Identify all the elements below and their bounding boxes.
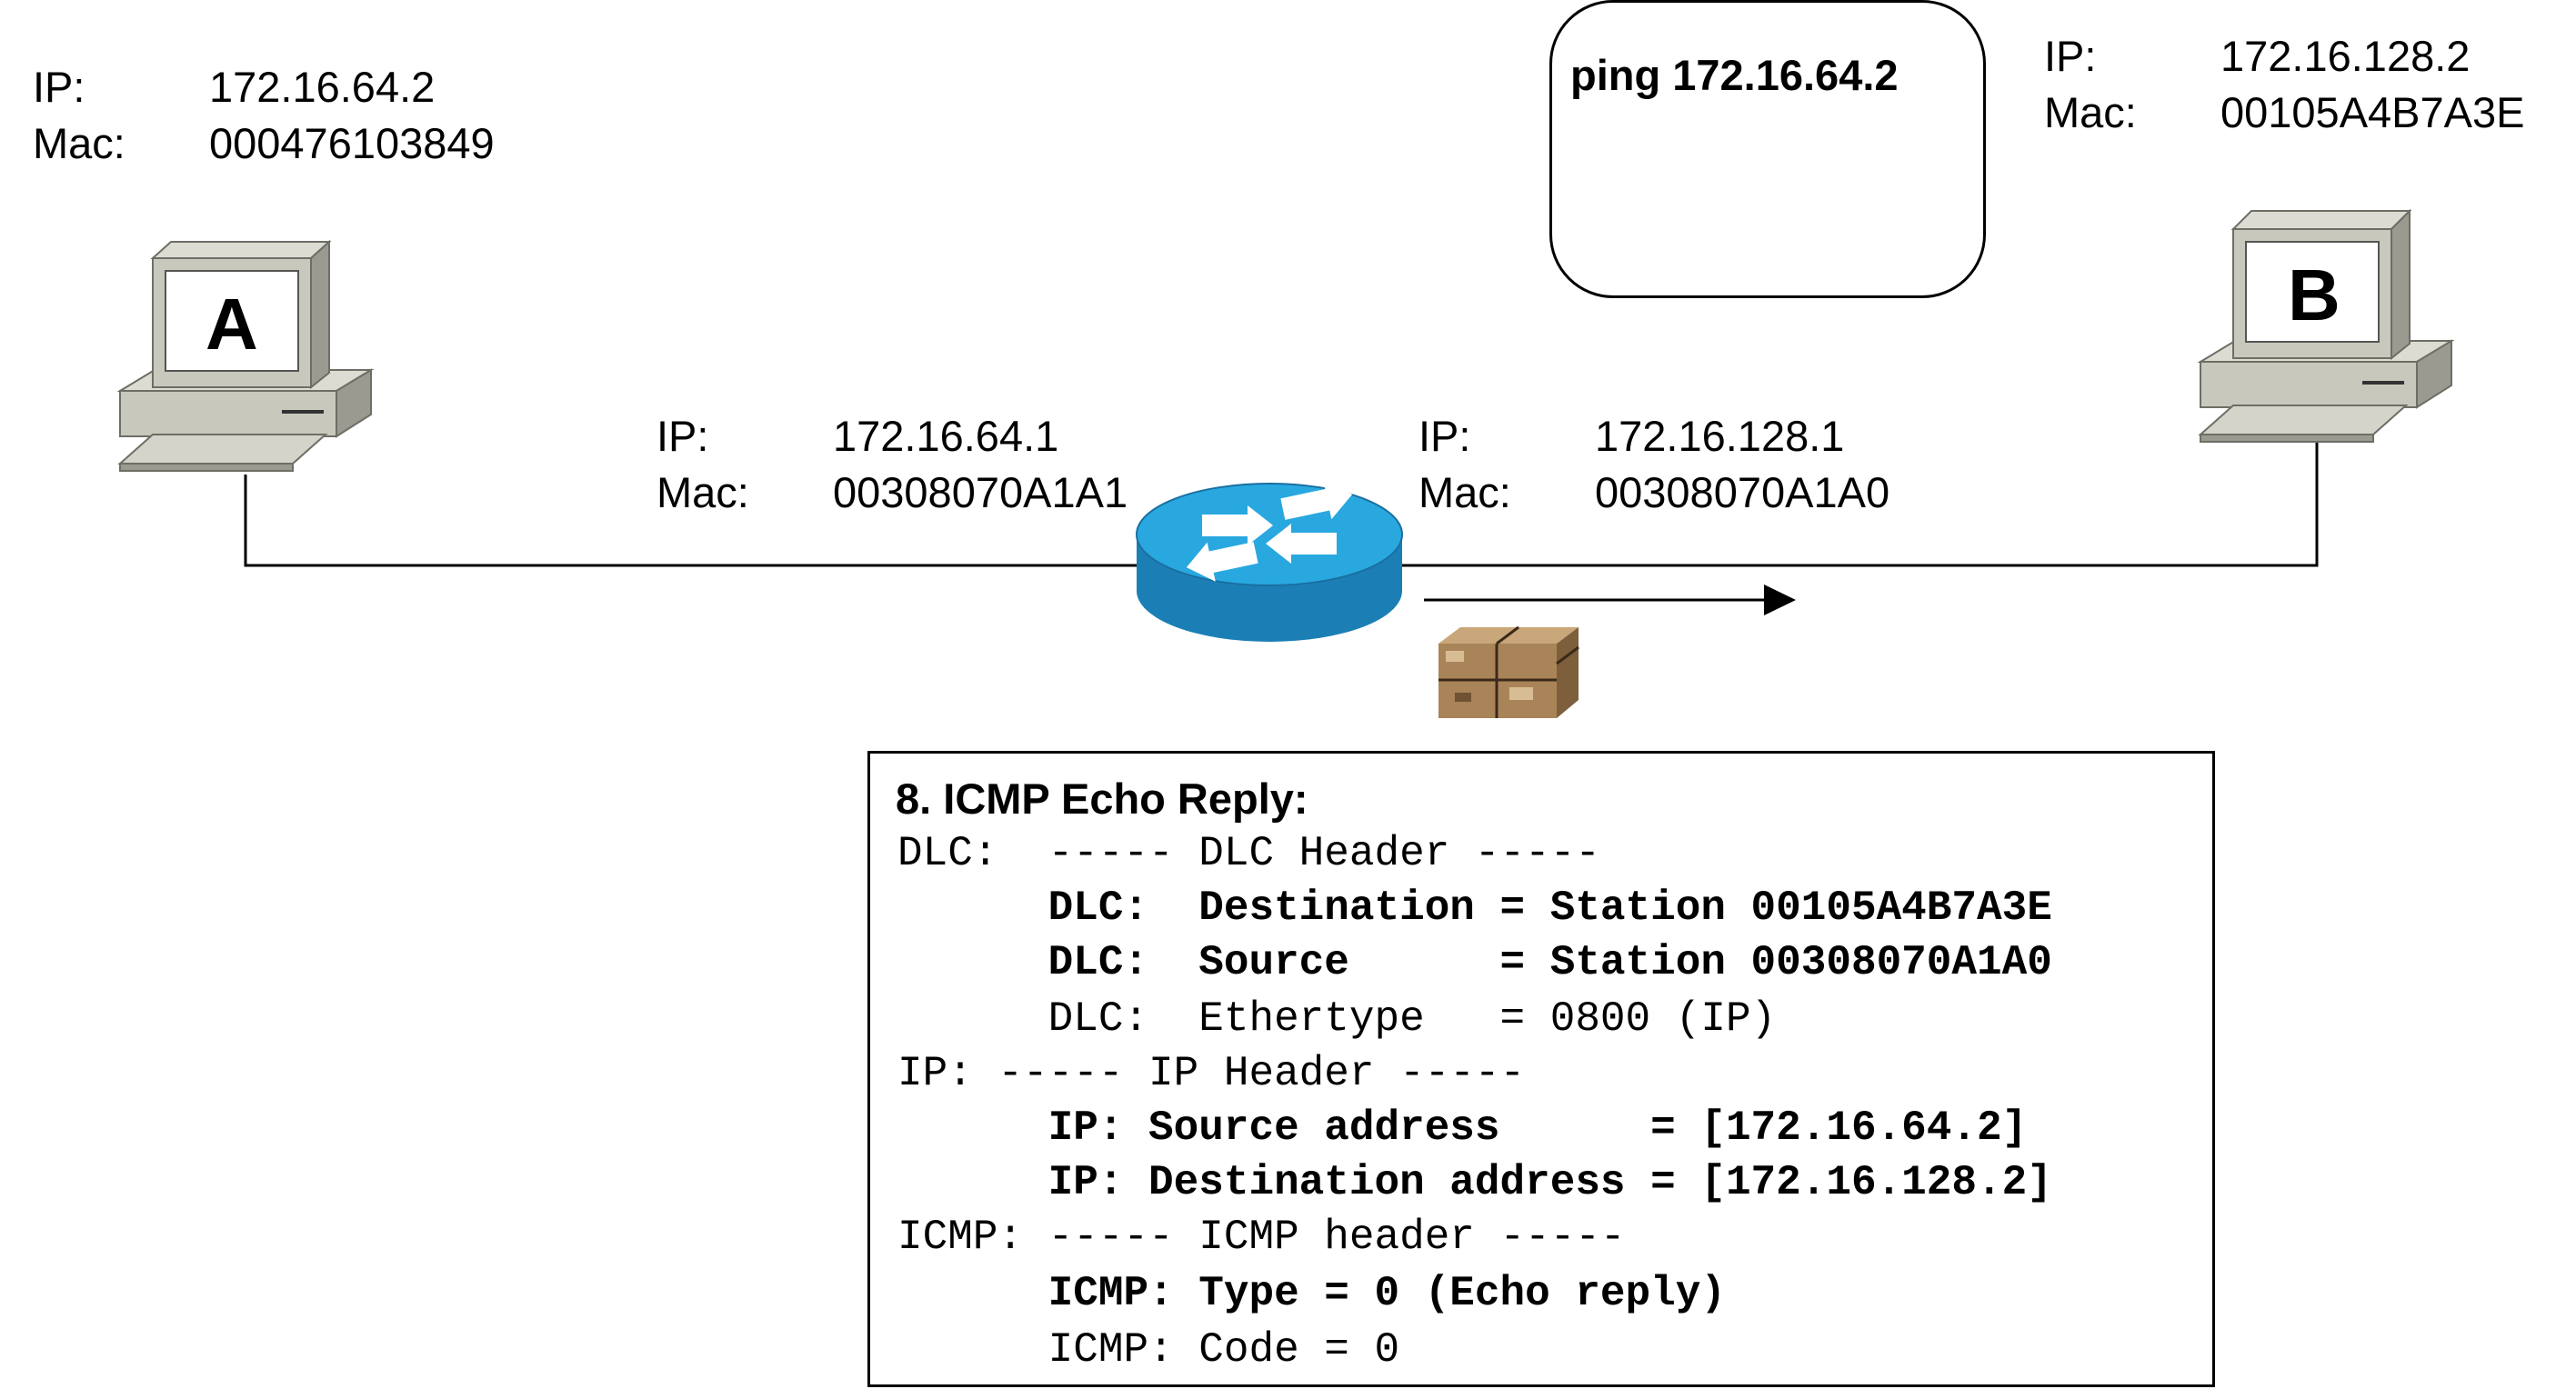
packet-line: IP: Source address = [172.16.64.2]: [897, 1104, 2028, 1152]
router-left-mac: 00308070A1A1: [833, 468, 1128, 516]
computer-b-icon: [2197, 208, 2455, 443]
host-a-mac: 000476103849: [209, 119, 495, 167]
packet-line: IP: Destination address = [172.16.128.2]: [897, 1159, 2052, 1206]
router-right-mac-label: Mac:: [1418, 468, 1511, 516]
link-router-b: [1400, 436, 2319, 567]
router-left-ip-label: IP:: [657, 412, 709, 460]
host-a-ip: 172.16.64.2: [209, 63, 436, 111]
direction-arrow: [1424, 585, 1796, 615]
router-right-ip: 172.16.128.1: [1595, 412, 1845, 460]
packet-line: ICMP: Type = 0 (Echo reply): [897, 1270, 1726, 1317]
host-b-ip: 172.16.128.2: [2220, 32, 2471, 80]
packet-icon: [1438, 625, 1579, 718]
host-a-mac-label: Mac:: [33, 119, 125, 167]
ping-callout: ping 172.16.64.2: [1549, 0, 1986, 298]
packet-detail-box: 8. ICMP Echo Reply: DLC: ----- DLC Heade…: [867, 751, 2215, 1387]
ping-command: ping 172.16.64.2: [1570, 51, 1899, 99]
packet-line: DLC: Source = Station 00308070A1A0: [897, 939, 2052, 986]
computer-a-label: A: [205, 284, 258, 365]
router-right-mac: 00308070A1A0: [1595, 468, 1890, 516]
host-b-ip-label: IP:: [2044, 32, 2097, 80]
packet-line: DLC: Destination = Station 00105A4B7A3E: [897, 884, 2052, 932]
link-a-router: [244, 475, 1137, 567]
host-b-mac-label: Mac:: [2044, 88, 2137, 136]
packet-line: DLC: Ethertype = 0800 (IP): [897, 995, 1777, 1043]
router-left-ip: 172.16.64.1: [833, 412, 1059, 460]
router-left-mac-label: Mac:: [657, 468, 749, 516]
host-b-mac: 00105A4B7A3E: [2220, 88, 2525, 136]
router-icon: [1136, 480, 1403, 642]
router-right-ip-label: IP:: [1418, 412, 1471, 460]
computer-b-label: B: [2288, 255, 2340, 335]
packet-line: ICMP: Code = 0: [897, 1326, 1400, 1374]
packet-line: ICMP: ----- ICMP header -----: [897, 1214, 1626, 1261]
packet-line: DLC: ----- DLC Header -----: [897, 830, 1600, 877]
host-a-ip-label: IP:: [33, 63, 85, 111]
packet-line: IP: ----- IP Header -----: [897, 1050, 1526, 1097]
computer-a-icon: [116, 239, 375, 472]
packet-detail-title: 8. ICMP Echo Reply:: [896, 774, 1308, 823]
